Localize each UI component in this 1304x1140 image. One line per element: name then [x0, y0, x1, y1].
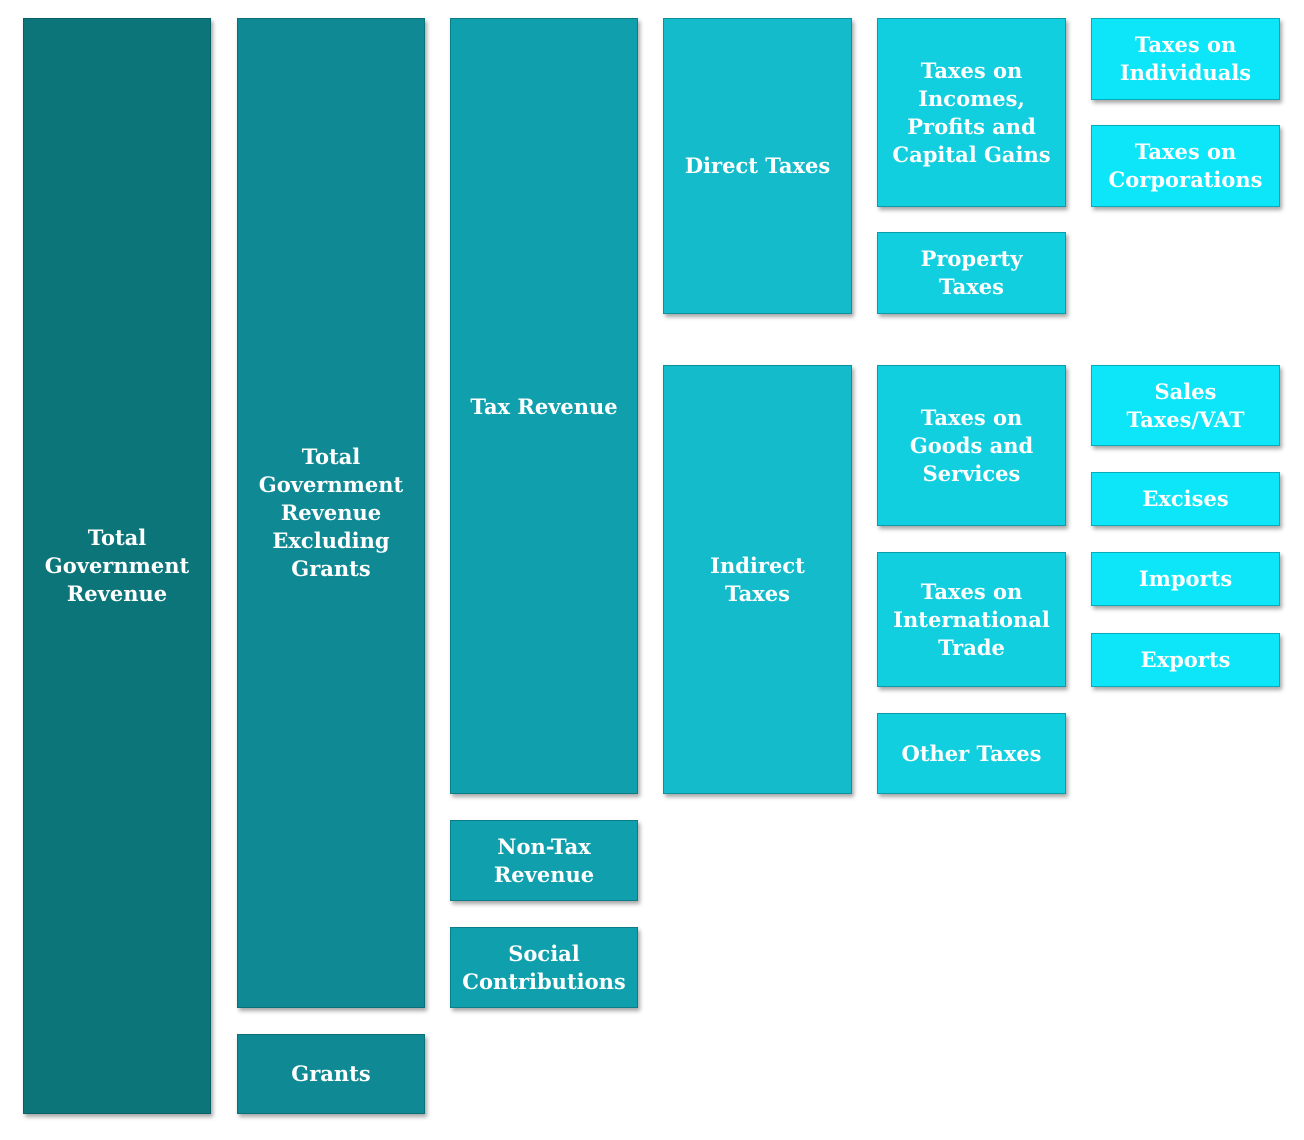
indirect-taxes-box: Indirect Taxes	[663, 365, 852, 794]
taxes-on-individuals-box: Taxes on Individuals	[1091, 18, 1280, 100]
property-taxes-box: Property Taxes	[877, 232, 1066, 314]
taxes-on-international-trade-box: Taxes on International Trade	[877, 552, 1066, 687]
taxes-on-corporations-box: Taxes on Corporations	[1091, 125, 1280, 207]
direct-taxes-box: Direct Taxes	[663, 18, 852, 314]
social-contributions-box: Social Contributions	[450, 927, 638, 1008]
taxes-on-incomes-box: Taxes on Incomes, Profits and Capital Ga…	[877, 18, 1066, 207]
imports-box: Imports	[1091, 552, 1280, 606]
revenue-excluding-grants-box: Total Government Revenue Excluding Grant…	[237, 18, 425, 1008]
taxes-on-goods-services-box: Taxes on Goods and Services	[877, 365, 1066, 526]
grants-box: Grants	[237, 1034, 425, 1114]
excises-box: Excises	[1091, 472, 1280, 526]
other-taxes-box: Other Taxes	[877, 713, 1066, 794]
exports-box: Exports	[1091, 633, 1280, 687]
sales-taxes-vat-box: Sales Taxes/VAT	[1091, 365, 1280, 446]
total-government-revenue-box: Total Government Revenue	[23, 18, 211, 1114]
tax-revenue-box: Tax Revenue	[450, 18, 638, 794]
non-tax-revenue-box: Non-Tax Revenue	[450, 820, 638, 901]
